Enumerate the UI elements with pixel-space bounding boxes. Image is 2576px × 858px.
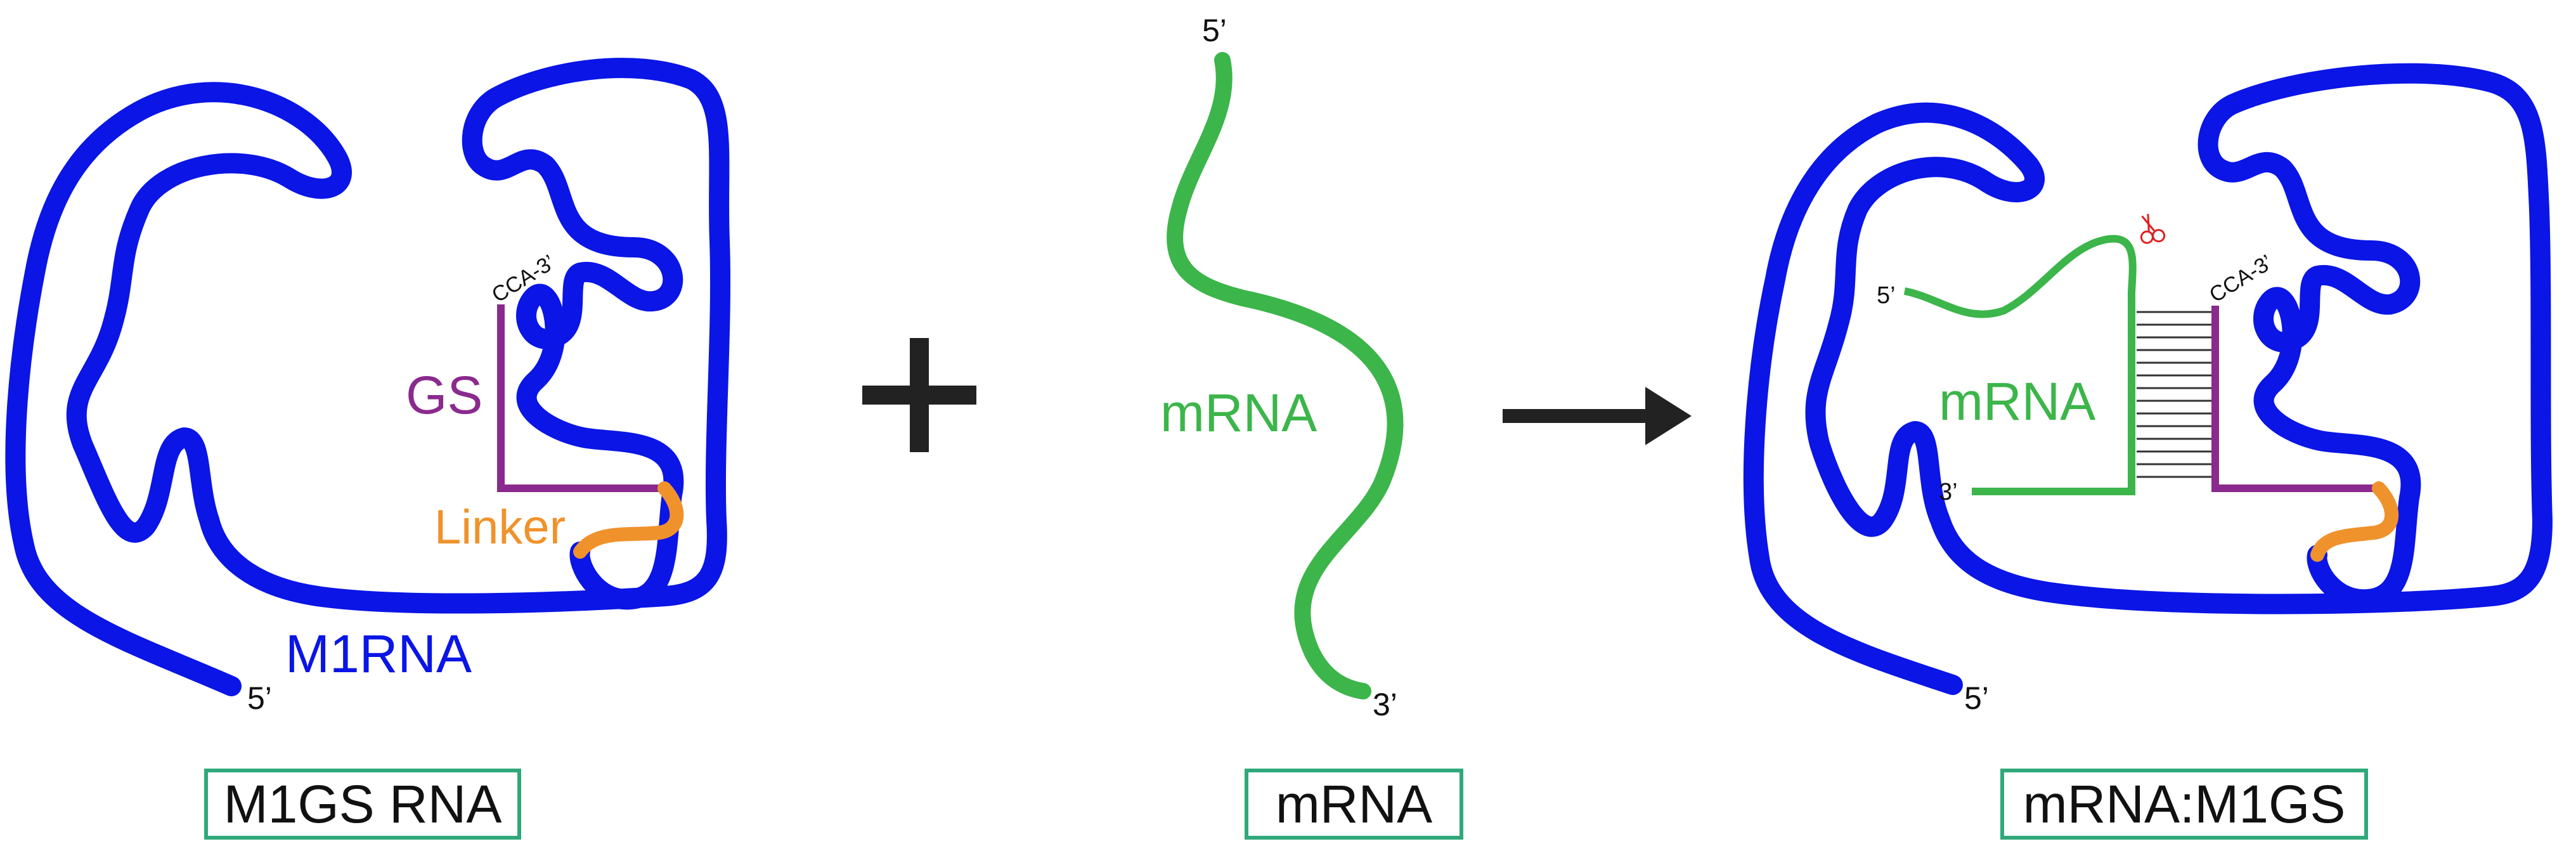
- mrna-panel: 5’ mRNA 3’: [1160, 13, 1404, 722]
- linker-strand: [573, 481, 684, 559]
- base-pair-lines: [2137, 311, 2211, 478]
- scissors-icon: [2140, 214, 2166, 244]
- gs-guide-strand-complex: [2211, 306, 2379, 492]
- gs-guide-strand: [497, 304, 664, 492]
- m1gs-rna-panel: CCA-3’ GS Linker M1RNA 5’: [5, 58, 731, 716]
- plus-sign: [862, 338, 976, 452]
- mrna-bound-strand: [1903, 235, 2137, 495]
- m1rna-label: M1RNA: [285, 624, 472, 684]
- mrna-five-prime-label: 5’: [1202, 13, 1227, 48]
- mrna-label-complex: mRNA: [1939, 372, 2095, 431]
- m1rna-strand: [5, 58, 731, 696]
- linker-strand-complex: [2310, 481, 2399, 562]
- linker-label: Linker: [434, 500, 566, 554]
- caption-mrna: mRNA: [1245, 769, 1463, 840]
- m1rna-five-prime-label: 5’: [247, 680, 272, 716]
- mrna-three-prime-label: 3’: [1373, 687, 1397, 722]
- caption-m1gs-rna: M1GS RNA: [204, 769, 521, 840]
- mrna-m1gs-panel: CCA-3’ mRNA 5’ 3’ 5’: [1743, 63, 2553, 716]
- caption-mrna-m1gs: mRNA:M1GS: [2000, 769, 2368, 840]
- mrna-label: mRNA: [1160, 383, 1317, 443]
- gs-label: GS: [406, 365, 482, 425]
- mrna-three-prime-label-complex: 3’: [1939, 479, 1958, 505]
- m1rna-five-prime-label-complex: 5’: [1964, 680, 1989, 716]
- mrna-strand: [1167, 52, 1404, 699]
- mrna-five-prime-label-complex: 5’: [1877, 282, 1896, 309]
- arrow-right-icon: [1503, 387, 1692, 445]
- m1rna-complex-strand: [1743, 63, 2553, 695]
